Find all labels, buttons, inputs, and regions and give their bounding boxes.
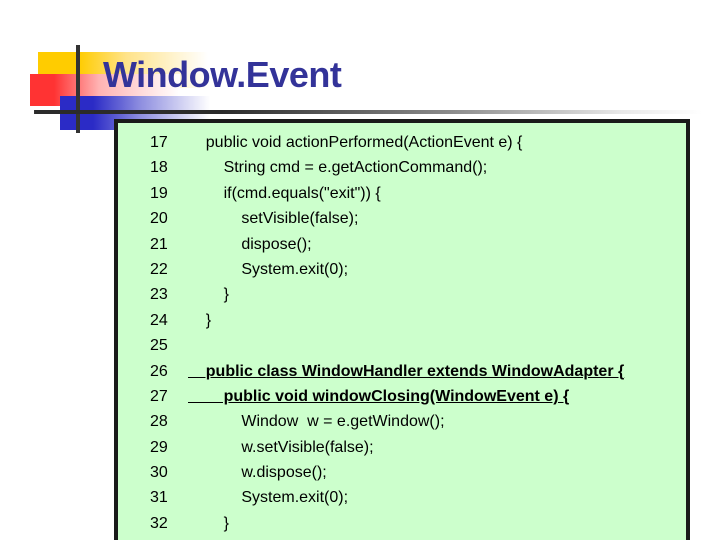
code-line-number: 25	[150, 337, 168, 355]
code-line-number: 20	[150, 210, 168, 228]
code-line-number: 31	[150, 489, 168, 507]
code-line-number: 30	[150, 464, 168, 482]
code-line-number: 24	[150, 311, 168, 329]
code-line-number: 22	[150, 260, 168, 278]
code-line: 19 if(cmd.equals("exit")) {	[118, 181, 686, 206]
code-line-text: }	[188, 311, 212, 329]
code-line: 23 }	[118, 282, 686, 307]
code-line: 25	[118, 333, 686, 358]
code-line: 29 w.setVisible(false);	[118, 435, 686, 460]
page-title: Window.Event	[103, 54, 342, 95]
code-line: 24 }	[118, 308, 686, 333]
code-line: 17 public void actionPerformed(ActionEve…	[118, 130, 686, 155]
code-line-text: String cmd = e.getActionCommand();	[188, 159, 488, 177]
code-line: 30 w.dispose();	[118, 460, 686, 485]
code-line-text: System.exit(0);	[188, 260, 349, 278]
code-line: 33 }	[118, 536, 686, 540]
logo-vertical-line	[76, 45, 80, 133]
code-line: 18 String cmd = e.getActionCommand();	[118, 155, 686, 180]
code-line: 20 setVisible(false);	[118, 206, 686, 231]
code-line-number: 27	[150, 387, 168, 405]
code-line-number: 33	[150, 536, 188, 540]
code-line: 22 System.exit(0);	[118, 257, 686, 282]
code-line-text: public void windowClosing(WindowEvent e)…	[188, 387, 570, 405]
code-line: 32 }	[118, 511, 686, 536]
code-line: 28 Window w = e.getWindow();	[118, 409, 686, 434]
code-line-number: 28	[150, 413, 168, 431]
code-line-text: if(cmd.equals("exit")) {	[188, 184, 381, 202]
code-line-number: 17	[150, 134, 168, 151]
code-line-number: 23	[150, 286, 168, 304]
code-block: 17 public void actionPerformed(ActionEve…	[114, 119, 690, 540]
code-line: 26 public class WindowHandler extends Wi…	[118, 359, 686, 384]
code-line-text: }	[188, 514, 229, 532]
code-line-number: 26	[150, 362, 168, 380]
code-line-text: w.dispose();	[188, 464, 327, 482]
code-line-text: public class WindowHandler extends Windo…	[188, 362, 625, 380]
code-line-text: System.exit(0);	[188, 489, 349, 507]
code-line-number: 18	[150, 159, 168, 177]
code-line: 31 System.exit(0);	[118, 485, 686, 510]
code-line: 27 public void windowClosing(WindowEvent…	[118, 384, 686, 409]
code-line: 21 dispose();	[118, 232, 686, 257]
code-line-text: Window w = e.getWindow();	[188, 413, 445, 431]
code-line-list: 17 public void actionPerformed(ActionEve…	[118, 130, 686, 540]
code-line-text: dispose();	[188, 235, 312, 253]
code-line-number: 29	[150, 438, 168, 456]
code-line-text: }	[188, 286, 229, 304]
code-line-number: 21	[150, 235, 168, 253]
code-line-number: 19	[150, 184, 168, 202]
code-line-text: setVisible(false);	[188, 210, 359, 228]
code-line-text: w.setVisible(false);	[188, 438, 374, 456]
code-line-number: 32	[150, 514, 168, 532]
code-line-text: public void actionPerformed(ActionEvent …	[188, 134, 523, 151]
title-divider	[35, 110, 702, 114]
